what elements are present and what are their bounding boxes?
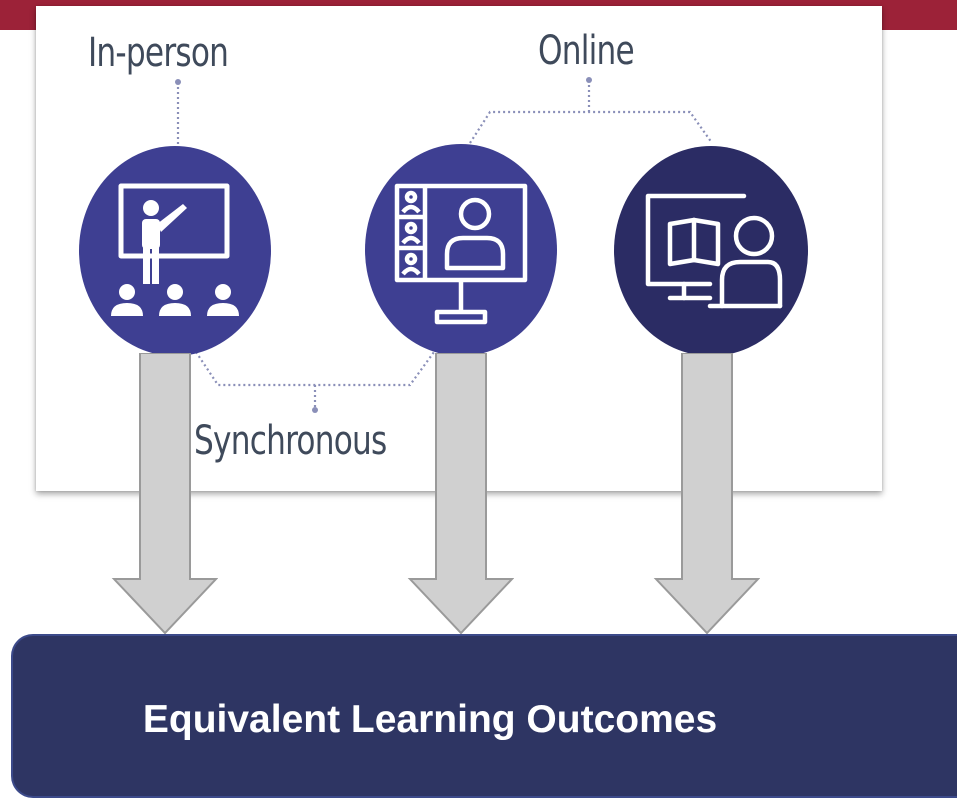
arrow-in-person	[111, 353, 218, 635]
outcome-label: Equivalent Learning Outcomes	[142, 698, 718, 741]
self-paced-reading-icon	[645, 193, 783, 309]
online-label: Online	[538, 28, 635, 74]
video-conference-icon	[394, 183, 528, 325]
arrow-asynchronous-online	[653, 353, 760, 635]
in-person-label: In-person	[88, 30, 229, 76]
connector-dot	[312, 407, 318, 413]
outcome-box: Equivalent Learning Outcomes	[11, 634, 957, 798]
arrow-synchronous-online	[407, 353, 514, 635]
connector-dot	[175, 79, 181, 85]
connector-online	[469, 80, 713, 144]
synchronous-online-circle	[365, 144, 557, 356]
classroom-teacher-icon	[111, 183, 239, 316]
connector-dot	[586, 77, 592, 83]
connector-synchronous	[195, 351, 435, 410]
synchronous-label: Synchronous	[194, 418, 387, 464]
in-person-circle	[79, 146, 271, 356]
asynchronous-online-circle	[614, 146, 808, 356]
